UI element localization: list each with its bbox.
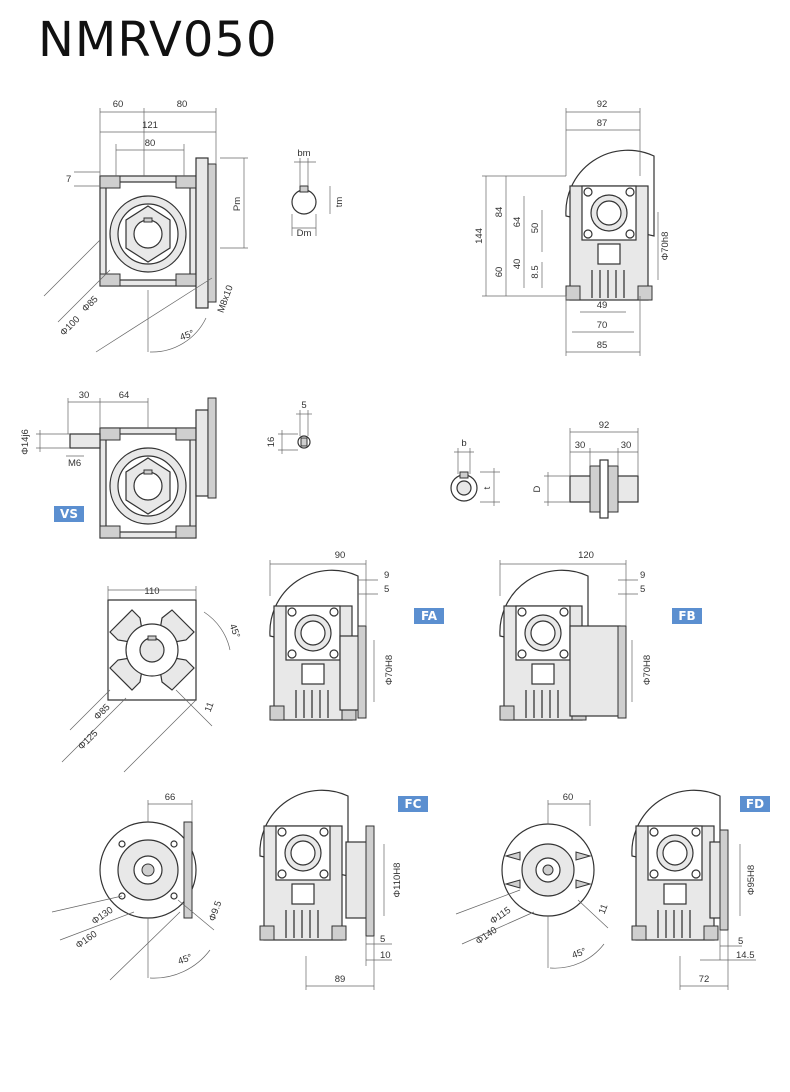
- dim-label: 90: [335, 550, 346, 561]
- output-shaft-view: 92 30 30 D: [532, 420, 639, 519]
- fc-view: Φ110H8 5 10 89 FC: [259, 789, 428, 990]
- dim-label: 5: [384, 584, 389, 595]
- flange-round-fc-view: 66 Φ130 Φ160 Φ9.5 45°: [51, 792, 224, 981]
- dim-label: 45°: [179, 328, 196, 343]
- dim-label: Φ70H8: [384, 655, 395, 685]
- dim-label: Φ160: [74, 929, 100, 951]
- dim-label: 50: [530, 223, 541, 234]
- dim-label: 10: [380, 950, 391, 961]
- dim-label: 64: [512, 217, 523, 228]
- dim-label: 7: [66, 174, 71, 185]
- dim-label: Φ9.5: [207, 899, 224, 922]
- dim-label: 14.5: [736, 950, 755, 961]
- flange-round-fd-view: 60 Φ115 Φ140 11 45°: [455, 792, 611, 969]
- main-front-view: 60 80 121 80 7 Pm Φ85 Φ100 M8x10 45°: [43, 99, 248, 353]
- dim-label: 8.5: [530, 265, 541, 278]
- dim-label: t: [482, 486, 493, 489]
- dim-label: 30: [575, 440, 586, 451]
- dim-label: Φ95H8: [746, 865, 757, 895]
- dim-label: 5: [380, 934, 385, 945]
- shaft-section-detail: bm tm Dm: [291, 148, 345, 239]
- dim-label: b: [461, 438, 466, 449]
- dim-label: Φ100: [58, 314, 82, 338]
- badge-label: VS: [60, 507, 78, 521]
- dim-label: Φ115: [488, 905, 513, 927]
- dim-label: 87: [597, 118, 608, 129]
- dim-label: 30: [79, 390, 90, 401]
- dim-label: 49: [597, 300, 608, 311]
- badge-label: FD: [746, 797, 764, 811]
- key-detail-vs: 5 16: [266, 400, 312, 454]
- dim-label: bm: [297, 148, 310, 159]
- badge-fa: [414, 608, 444, 624]
- badge-label: FC: [404, 797, 421, 811]
- fa-view: 90 9 5 Φ70H8 FA: [269, 550, 444, 721]
- dim-label: 89: [335, 974, 346, 985]
- dim-label: 120: [578, 550, 594, 561]
- badge-vs: [54, 506, 84, 522]
- dim-label: 80: [145, 138, 156, 149]
- dim-label: 45°: [227, 623, 242, 640]
- dim-label: 9: [640, 570, 645, 581]
- dim-label: Φ140: [474, 925, 500, 947]
- dim-label: 66: [165, 792, 176, 803]
- dim-label: 9: [384, 570, 389, 581]
- badge-fb: [672, 608, 702, 624]
- dim-label: 5: [301, 400, 306, 411]
- dim-label: 45°: [177, 952, 194, 967]
- dim-label: 70: [597, 320, 608, 331]
- dim-label: 60: [494, 267, 505, 278]
- dim-label: Φ14j6: [20, 429, 31, 455]
- dim-label: 16: [266, 437, 277, 448]
- page-title: NMRV050: [38, 12, 278, 68]
- dim-label: 60: [563, 792, 574, 803]
- dim-label: D: [532, 485, 543, 492]
- dim-label: tm: [334, 197, 345, 208]
- dim-label: 45°: [571, 946, 588, 961]
- badge-label: FB: [678, 609, 695, 623]
- dim-label: 64: [119, 390, 130, 401]
- badge-label: FA: [421, 609, 438, 623]
- flange-square-view: 110 45° Φ85 Φ125 11: [61, 586, 242, 773]
- dim-label: Dm: [297, 228, 312, 239]
- dim-label: 92: [597, 99, 608, 110]
- dim-label: Φ125: [76, 728, 100, 752]
- dim-label: M6: [68, 458, 81, 469]
- fb-view: 120 9 5 Φ70H8 FB: [499, 550, 702, 721]
- badge-fd: [740, 796, 770, 812]
- dim-label: 11: [203, 701, 217, 714]
- dim-label: Pm: [232, 197, 243, 211]
- badge-fc: [398, 796, 428, 812]
- dim-label: 80: [177, 99, 188, 110]
- dim-label: 85: [597, 340, 608, 351]
- dim-label: 5: [640, 584, 645, 595]
- side-view: 92 87 144 84 64 50 60 40 8.5 Φ70h8 49 70…: [474, 99, 671, 356]
- dim-label: 30: [621, 440, 632, 451]
- dim-label: 11: [597, 903, 611, 916]
- dim-label: 84: [494, 207, 505, 218]
- key-detail-bore: b t: [450, 438, 500, 506]
- dim-label: Φ70H8: [642, 655, 653, 685]
- dim-label: 60: [113, 99, 124, 110]
- dim-label: 144: [474, 228, 485, 244]
- dim-label: 121: [142, 120, 158, 131]
- dim-label: Φ70h8: [660, 232, 671, 261]
- dim-label: 72: [699, 974, 710, 985]
- dim-label: M8x10: [216, 284, 236, 315]
- dim-label: 40: [512, 259, 523, 270]
- dim-label: 5: [738, 936, 743, 947]
- vs-view: 30 64 Φ14j6 M6 VS: [20, 390, 217, 539]
- dim-label: Φ110H8: [392, 863, 403, 898]
- fd-view: Φ95H8 5 14.5 72 FD: [631, 789, 770, 990]
- dim-label: 110: [144, 586, 159, 597]
- dim-label: 92: [599, 420, 610, 431]
